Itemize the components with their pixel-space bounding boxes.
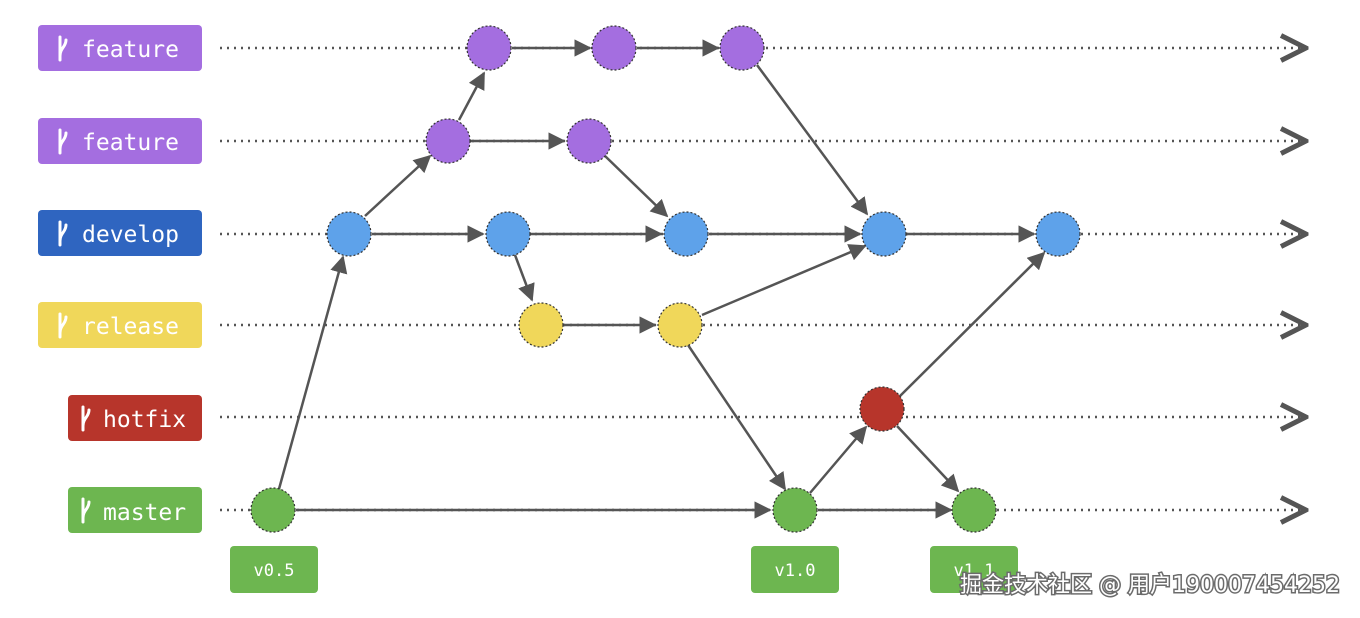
commits xyxy=(250,25,1081,533)
commit-release-1 xyxy=(518,302,564,348)
tag-v0-5: v0.5 xyxy=(230,546,318,593)
branch-icon xyxy=(58,35,68,62)
commit-release-2 xyxy=(657,302,703,348)
arrow-develop-to-feature-2 xyxy=(364,154,432,217)
arrow-feature2-to-develop xyxy=(603,154,669,218)
commit-develop-1 xyxy=(326,211,372,257)
commit-master-v11 xyxy=(951,487,997,533)
arrow-master-to-develop xyxy=(277,255,348,490)
branch-label-develop: develop xyxy=(38,210,202,256)
arrow-hotfix-to-develop xyxy=(897,251,1046,399)
branch-icon xyxy=(58,312,68,339)
commit-develop-3 xyxy=(663,211,709,257)
commit-feature2-2 xyxy=(566,118,612,164)
branch-icon xyxy=(81,405,91,432)
tag-label: v1.1 xyxy=(954,561,995,581)
branch-label-master: master xyxy=(68,487,202,533)
branch-icon xyxy=(58,128,68,155)
arrow-develop-to-release xyxy=(513,254,535,302)
commit-feature1-2 xyxy=(591,25,637,71)
arrow-hotfix-to-master xyxy=(896,425,960,493)
commit-hotfix-1 xyxy=(859,386,905,432)
branch-label-feature-1: feature xyxy=(38,25,202,71)
branch-label-text: master xyxy=(103,500,186,526)
commit-master-v10 xyxy=(772,487,818,533)
tag-label: v0.5 xyxy=(254,561,295,581)
branch-icon xyxy=(81,497,91,524)
branch-label-text: feature xyxy=(82,37,179,63)
commit-master-v05 xyxy=(250,487,296,533)
commit-feature1-3 xyxy=(719,25,765,71)
arrow-feature1-to-develop xyxy=(755,64,869,216)
branch-label-release: release xyxy=(38,302,202,348)
arrow-master-to-hotfix xyxy=(809,425,868,494)
branch-icon xyxy=(58,220,68,247)
branch-label-feature-2: feature xyxy=(38,118,202,164)
tag-v1-1: v1.1 xyxy=(930,546,1018,593)
arrow-release-to-master xyxy=(686,344,787,491)
tag-v1-0: v1.0 xyxy=(751,546,839,593)
commit-connections xyxy=(277,39,1046,519)
branch-label-text: develop xyxy=(82,222,179,248)
watermark: 掘金技术社区 @ 用户190007454252 xyxy=(960,573,1340,598)
tag-label: v1.0 xyxy=(775,561,816,581)
commit-feature2-1 xyxy=(425,118,471,164)
branch-label-text: feature xyxy=(82,130,179,156)
commit-develop-4 xyxy=(861,211,907,257)
arrow-release-to-develop xyxy=(701,244,867,317)
commit-develop-2 xyxy=(485,211,531,257)
commit-feature1-1 xyxy=(466,25,512,71)
branch-label-text: hotfix xyxy=(103,407,186,433)
arrow-feature2-to-feature1 xyxy=(457,71,486,121)
commit-develop-5 xyxy=(1035,211,1081,257)
branch-label-hotfix: hotfix xyxy=(68,395,202,441)
branch-timelines xyxy=(220,48,1306,510)
branch-label-text: release xyxy=(82,314,179,340)
